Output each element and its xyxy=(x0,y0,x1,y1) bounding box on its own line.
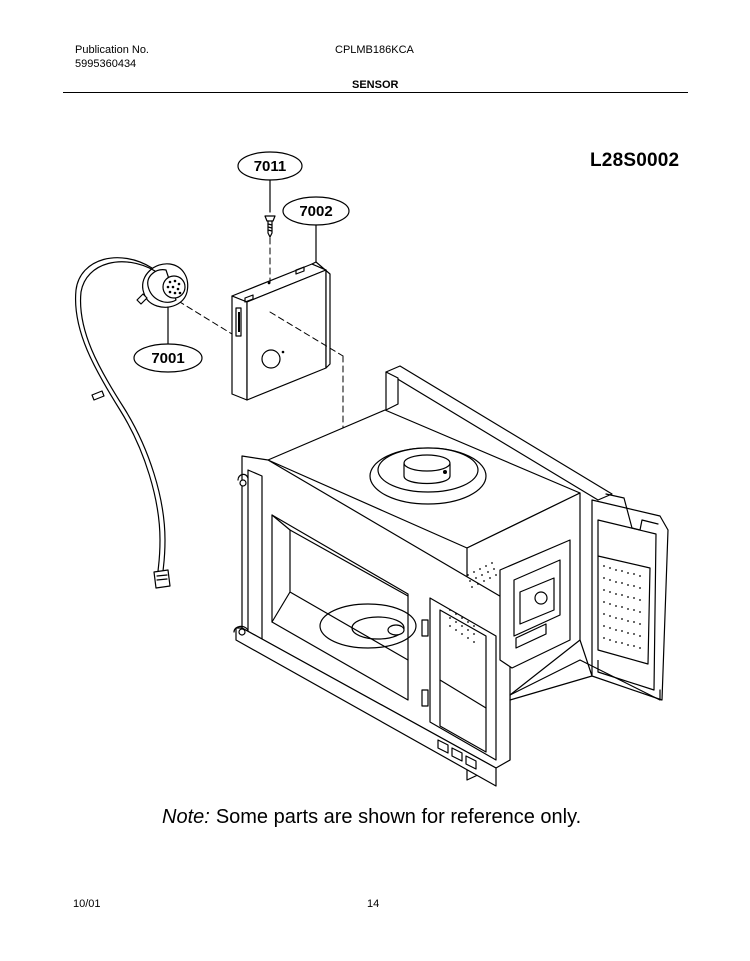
section-title: SENSOR xyxy=(352,79,399,91)
humidity-sensor xyxy=(136,263,189,308)
note-text: Some parts are shown for reference only. xyxy=(215,806,582,828)
microwave-cavity xyxy=(233,365,669,787)
revision-date: 10/01 xyxy=(73,898,101,910)
callout-7011: 7011 xyxy=(237,151,303,213)
reference-note: Note:Some parts are shown for reference … xyxy=(162,806,581,829)
note-prefix: Note: xyxy=(162,806,210,828)
page-number: 14 xyxy=(367,898,380,910)
publication-number: 5995360434 xyxy=(75,58,137,70)
model-number: CPLMB186KCA xyxy=(335,44,414,56)
screw-part xyxy=(264,215,276,238)
diagram-id: L28S0002 xyxy=(590,150,680,171)
sensor-wire-harness xyxy=(74,257,171,589)
publication-label: Publication No. xyxy=(75,44,149,56)
header-rule xyxy=(63,92,688,93)
callout-7002-label: 7002 xyxy=(299,203,332,220)
callout-7001: 7001 xyxy=(133,306,203,373)
callout-7002: 7002 xyxy=(282,196,350,263)
sensor-bracket xyxy=(231,261,331,401)
callout-7001-label: 7001 xyxy=(151,350,184,367)
callout-7011-label: 7011 xyxy=(254,158,287,175)
